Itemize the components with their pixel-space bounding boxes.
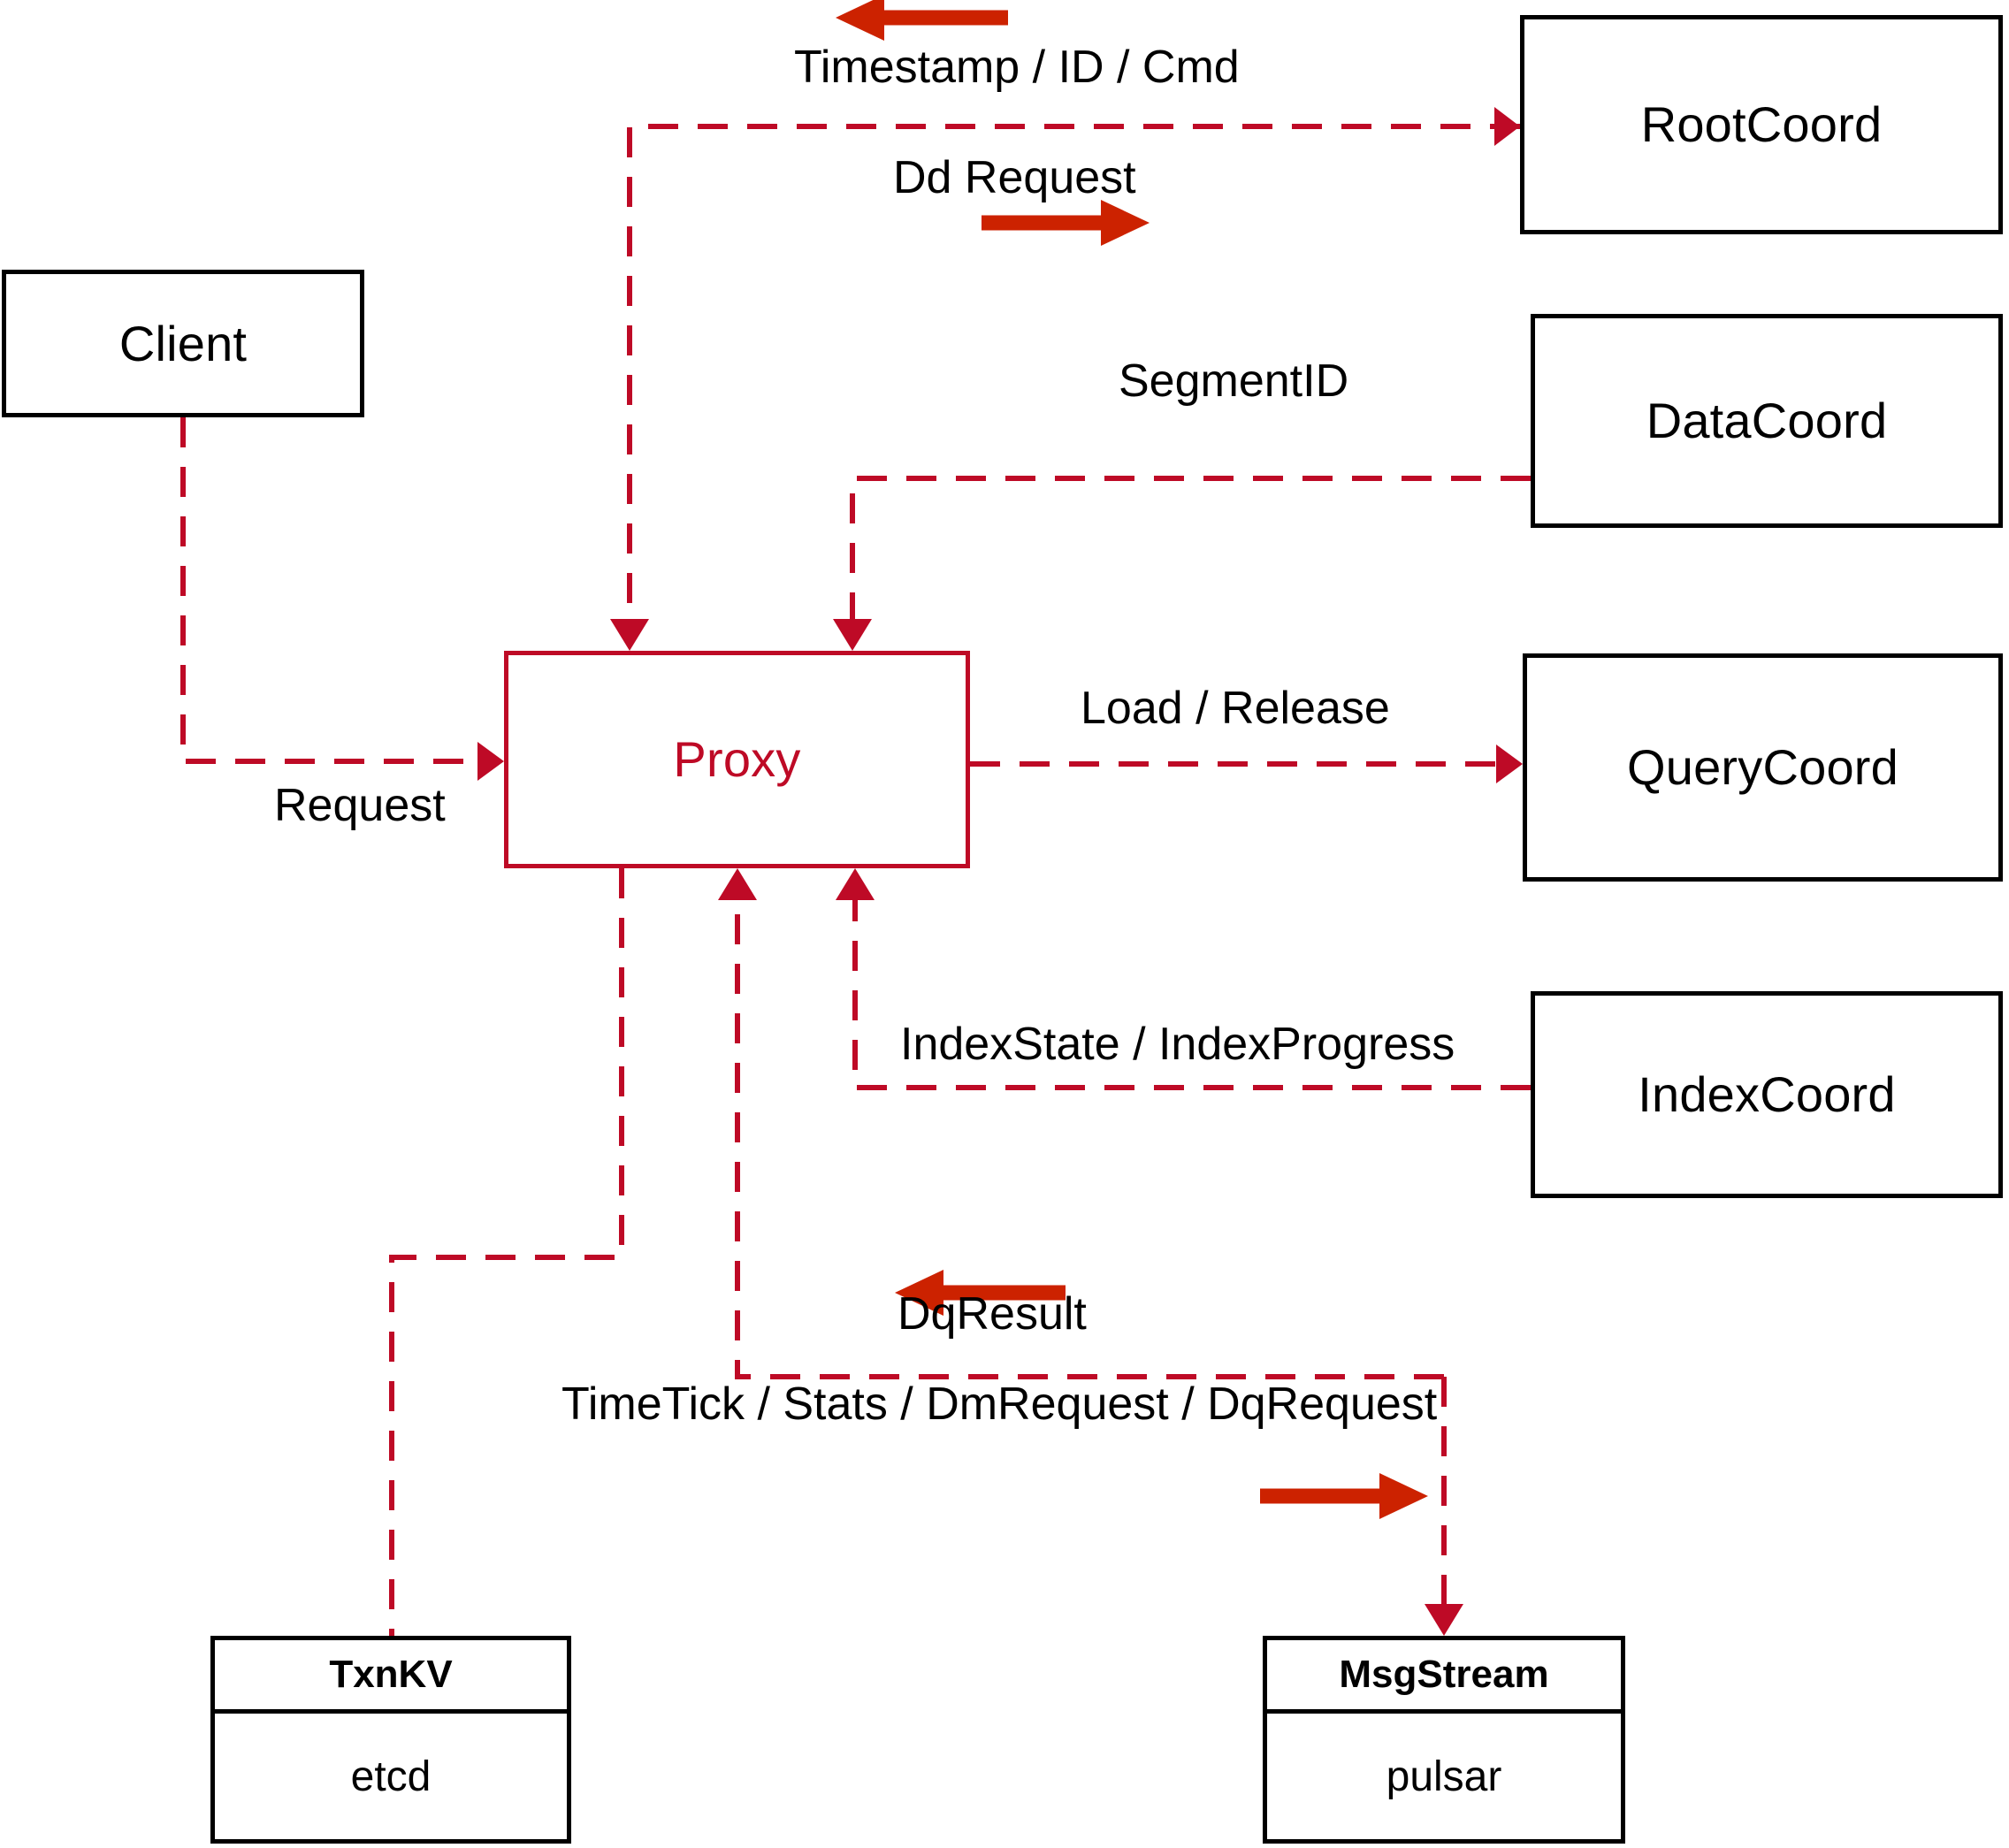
edge-label-load-release: Load / Release <box>1081 683 1390 734</box>
edge-msgstream-to-proxy <box>718 868 1444 1379</box>
node-rootcoord[interactable]: RootCoord <box>1520 15 2003 234</box>
direction-arrow-dq-result <box>895 1270 1066 1316</box>
direction-arrow-dq-request <box>1260 1473 1428 1519</box>
edge-label-dd-request: Dd Request <box>893 152 1136 203</box>
direction-arrow-timestamp <box>836 0 1008 41</box>
edge-label-timestamp-id-cmd: Timestamp / ID / Cmd <box>794 42 1240 93</box>
node-proxy[interactable]: Proxy <box>504 651 970 868</box>
node-client-label: Client <box>118 315 248 371</box>
edge-proxy-to-msgstream <box>1425 1377 1463 1636</box>
edge-label-timetick-stats-dm-dq: TimeTick / Stats / DmRequest / DqRequest <box>561 1378 1438 1430</box>
node-datacoord[interactable]: DataCoord <box>1531 314 2003 528</box>
edge-client-to-proxy <box>180 417 504 781</box>
edge-label-dq-result: DqResult <box>898 1288 1087 1340</box>
node-client[interactable]: Client <box>2 270 364 417</box>
node-indexcoord-label: IndexCoord <box>1638 1066 1896 1123</box>
node-txnkv-body: etcd <box>350 1753 432 1800</box>
node-querycoord-label: QueryCoord <box>1626 739 1899 796</box>
node-datacoord-label: DataCoord <box>1646 393 1888 449</box>
node-indexcoord[interactable]: IndexCoord <box>1531 991 2003 1198</box>
node-rootcoord-label: RootCoord <box>1640 96 1883 153</box>
edge-indexcoord-to-proxy <box>836 868 1531 1090</box>
node-msgstream-body: pulsar <box>1386 1753 1502 1800</box>
node-proxy-label: Proxy <box>673 731 801 788</box>
edge-label-segment-id: SegmentID <box>1119 355 1349 407</box>
direction-arrow-dd-request <box>982 200 1150 246</box>
edge-label-request: Request <box>274 780 446 831</box>
edge-label-index-state-progress: IndexState / IndexProgress <box>900 1019 1455 1070</box>
node-txnkv[interactable]: TxnKV etcd <box>210 1636 571 1844</box>
edge-proxy-to-querycoord <box>970 745 1523 783</box>
node-querycoord[interactable]: QueryCoord <box>1523 653 2003 882</box>
edge-datacoord-to-proxy <box>833 476 1531 651</box>
node-msgstream[interactable]: MsgStream pulsar <box>1263 1636 1625 1844</box>
node-txnkv-header: TxnKV <box>215 1640 567 1714</box>
edge-proxy-to-txnkv <box>389 868 624 1636</box>
edge-rootcoord-to-proxy <box>610 107 1520 651</box>
node-msgstream-header: MsgStream <box>1267 1640 1621 1714</box>
